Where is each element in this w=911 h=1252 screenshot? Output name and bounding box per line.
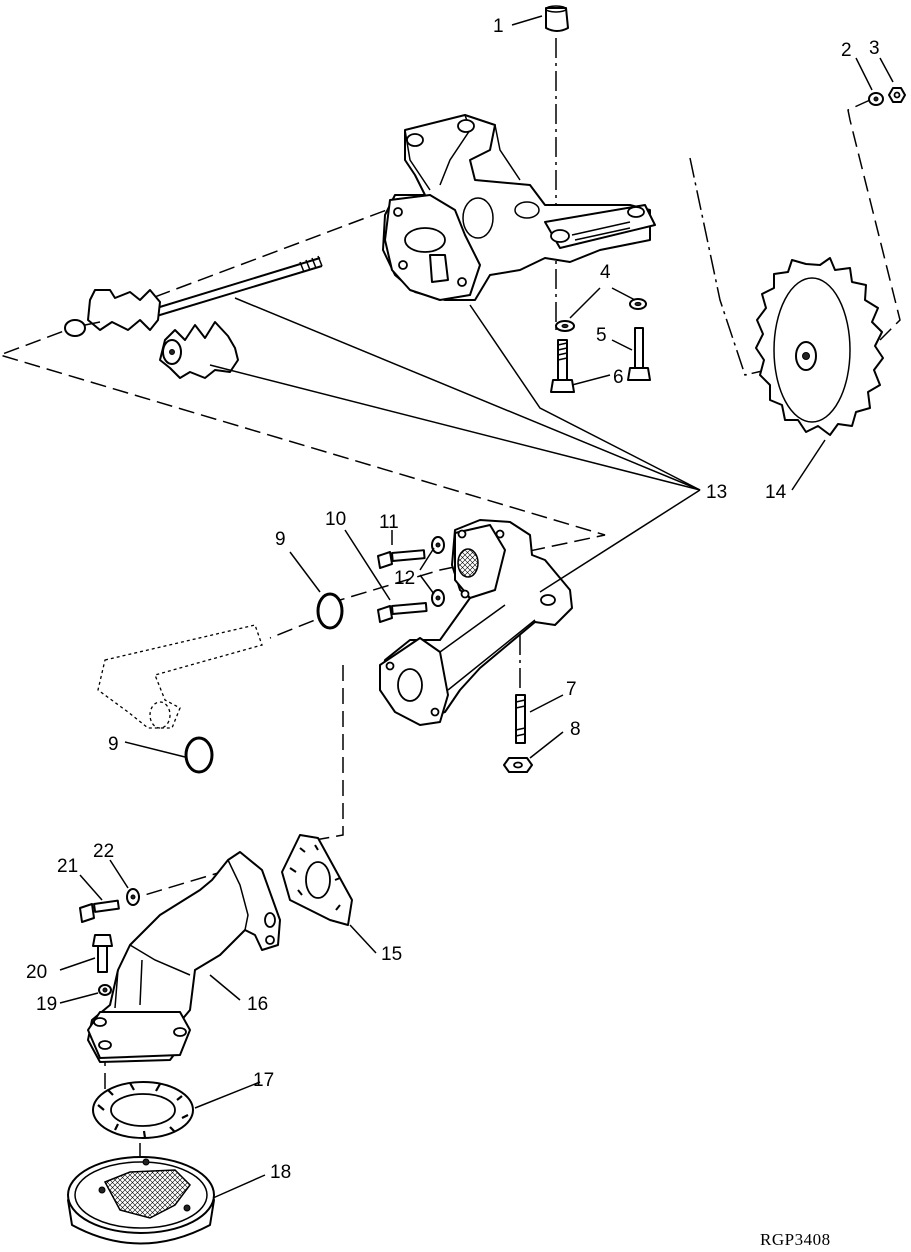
- callout-5: 5: [596, 325, 607, 346]
- callout-18: 18: [270, 1162, 291, 1183]
- callout-1: 1: [493, 16, 504, 37]
- callout-17: 17: [253, 1070, 274, 1091]
- o-ring-part-9a[interactable]: [316, 592, 344, 630]
- gasket-part-17[interactable]: [92, 1081, 194, 1139]
- reference-code: RGP3408: [760, 1230, 831, 1249]
- inlet-elbow-part-16[interactable]: [87, 851, 281, 1063]
- callout-4: 4: [600, 262, 611, 283]
- washer-part-4a[interactable]: [555, 320, 575, 332]
- callout-19: 19: [36, 994, 57, 1015]
- callout-21: 21: [57, 856, 78, 877]
- washer-part-12b[interactable]: [431, 589, 445, 607]
- callout-7: 7: [566, 679, 577, 700]
- callout-6: 6: [613, 367, 624, 388]
- leader-lines: [59, 15, 894, 1199]
- callout-3: 3: [869, 38, 880, 59]
- callout-11: 11: [379, 512, 399, 533]
- washer-part-2[interactable]: [868, 92, 884, 106]
- plug-part-1[interactable]: [545, 5, 569, 32]
- bolt-part-21[interactable]: [79, 899, 120, 923]
- drive-shaft-gear[interactable]: [64, 255, 323, 337]
- nut-part-8[interactable]: [503, 757, 533, 773]
- strainer-part-18[interactable]: [67, 1156, 215, 1245]
- callout-12: 12: [394, 568, 415, 589]
- callout-16: 16: [247, 994, 268, 1015]
- callout-15: 15: [381, 944, 402, 965]
- washer-part-19[interactable]: [98, 984, 112, 996]
- callout-8: 8: [570, 719, 581, 740]
- callout-22: 22: [93, 841, 114, 862]
- callout-2: 2: [841, 40, 852, 61]
- drive-gear-part-14[interactable]: [755, 257, 884, 436]
- gasket-part-15[interactable]: [281, 834, 353, 926]
- bolt-part-10[interactable]: [377, 602, 428, 623]
- washer-part-12a[interactable]: [431, 536, 445, 554]
- callout-labels: 1 2 3 4 5 6 7 8 9 9 10 11 12 13 14 15 16…: [26, 16, 880, 1183]
- callout-9b: 9: [108, 734, 119, 755]
- phantom-tube: [97, 624, 263, 729]
- washer-part-4b[interactable]: [629, 298, 647, 310]
- stud-part-7[interactable]: [515, 694, 526, 744]
- callout-20: 20: [26, 962, 47, 983]
- callout-10: 10: [325, 509, 346, 530]
- callout-14: 14: [765, 482, 787, 503]
- idler-gear[interactable]: [159, 321, 239, 379]
- oil-pump-body[interactable]: [382, 114, 656, 301]
- outlet-housing[interactable]: [379, 519, 573, 726]
- callout-13: 13: [706, 482, 727, 503]
- nut-part-3[interactable]: [888, 87, 906, 103]
- bolt-part-5[interactable]: [627, 327, 651, 381]
- bolt-part-6[interactable]: [550, 339, 575, 393]
- callout-9a: 9: [275, 529, 286, 550]
- o-ring-part-9b[interactable]: [184, 736, 214, 774]
- bolt-part-20[interactable]: [92, 934, 113, 973]
- washer-part-22[interactable]: [126, 888, 140, 906]
- bolt-part-11[interactable]: [377, 549, 426, 569]
